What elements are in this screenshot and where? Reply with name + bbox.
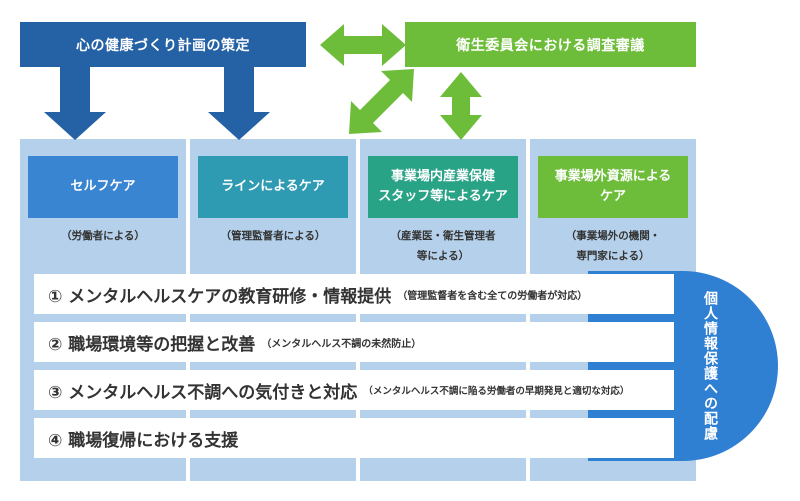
care-box-external-resources: 事業場外資源による ケア — [538, 156, 688, 218]
care-sub-internal-staff: （産業医・衛生管理者 等による） — [390, 230, 496, 262]
arrow-down-icon — [208, 67, 270, 140]
double-arrow-diagonal-icon — [349, 69, 414, 134]
double-arrow-vertical-icon — [440, 72, 482, 140]
care-title-internal-staff: 事業場内産業保健 スタッフ等によるケア — [378, 169, 508, 204]
activity-row-1: ① メンタルヘルスケアの教育研修・情報提供 （管理監督者を含む全ての労働者が対応… — [34, 274, 674, 314]
activity-row-3-title: ③ メンタルヘルス不調への気付きと対応 — [48, 382, 358, 403]
arrow-down-icon — [44, 67, 106, 140]
activity-row-3-note: （メンタルヘルス不調に陥る労働者の早期発見と適切な対応） — [363, 386, 630, 397]
activity-row-3: ③ メンタルヘルス不調への気付きと対応 （メンタルヘルス不調に陥る労働者の早期発… — [34, 370, 674, 410]
committee-label: 衛生委員会における調査審議 — [456, 37, 645, 54]
care-box-line: ラインによるケア — [198, 156, 348, 218]
care-sub-self: （労働者による） — [61, 230, 145, 242]
plan-label: 心の健康づくり計画の策定 — [76, 37, 250, 54]
care-title-self: セルフケア — [70, 179, 136, 194]
care-box-internal-staff: 事業場内産業保健 スタッフ等によるケア — [368, 156, 518, 218]
care-box-self: セルフケア — [28, 156, 178, 218]
activity-row-4: ④ 職場復帰における支援 — [34, 418, 674, 458]
activity-row-4-title: ④ 職場復帰における支援 — [48, 430, 239, 451]
activity-row-1-title: ① メンタルヘルスケアの教育研修・情報提供 — [48, 286, 392, 307]
care-title-line: ラインによるケア — [221, 179, 325, 194]
care-sub-line: （管理監督者による） — [220, 230, 326, 242]
committee-box: 衛生委員会における調査審議 — [405, 22, 696, 67]
double-arrow-horizontal-icon — [320, 24, 406, 66]
activity-row-1-note: （管理監督者を含む全ての労働者が対応） — [397, 290, 588, 302]
activity-row-2-note: （メンタルヘルス不調の未然防止） — [261, 338, 422, 350]
activity-row-2-title: ② 職場環境等の把握と改善 — [48, 334, 256, 355]
activity-row-2: ② 職場環境等の把握と改善 （メンタルヘルス不調の未然防止） — [34, 322, 674, 362]
care-sub-external-resources: （事業場外の機関・ 専門家による） — [565, 230, 661, 262]
plan-box: 心の健康づくり計画の策定 — [20, 22, 306, 67]
privacy-label: 個人情報保護への配慮 — [702, 291, 718, 441]
care-title-external-resources: 事業場外資源による ケア — [554, 169, 672, 204]
